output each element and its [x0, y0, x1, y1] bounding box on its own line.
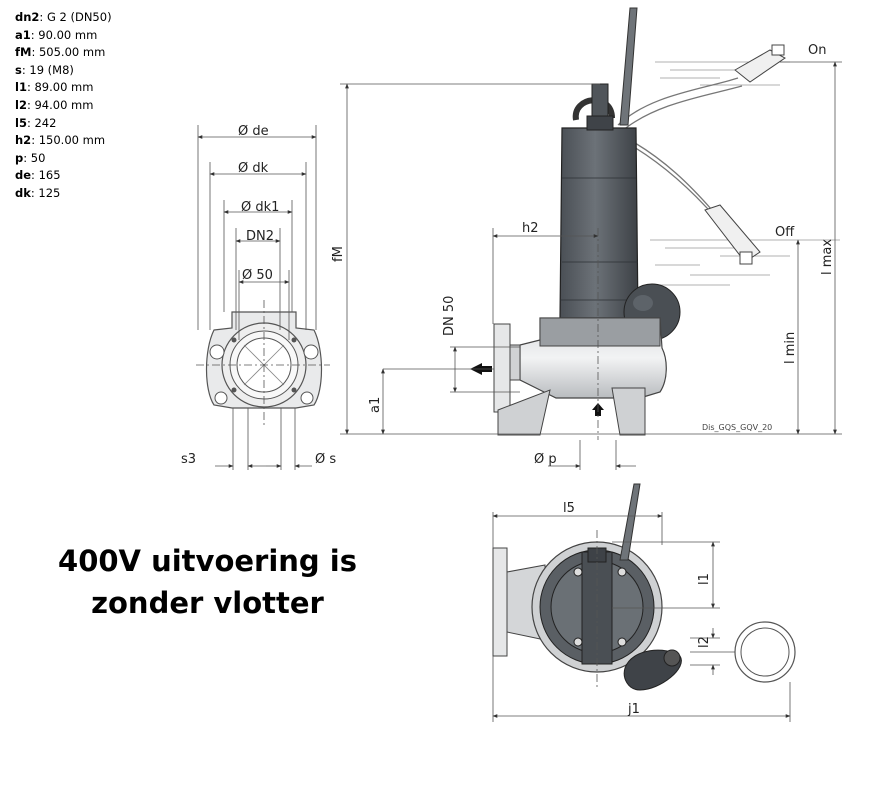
spec-value: G 2 (DN50)	[46, 10, 112, 24]
spec-key: a1	[15, 27, 31, 42]
l5-label: l5	[563, 501, 575, 516]
dn2-label: DN2	[246, 229, 274, 244]
dk1-label: Ø dk1	[241, 200, 279, 215]
spec-key: l5	[15, 115, 27, 130]
spec-row: s: 19 (M8)	[15, 62, 74, 77]
l1-label: l1	[697, 573, 712, 585]
motor-housing	[559, 127, 639, 319]
pump-foot-left	[497, 389, 551, 436]
note-line: zonder vlotter	[91, 586, 324, 620]
motor-ribs	[560, 177, 638, 301]
spec-row: l2: 94.00 mm	[15, 97, 94, 112]
note-text: 400V uitvoering is zonder vlotter	[40, 540, 375, 624]
spec-key: l1	[15, 80, 27, 95]
spec-key: dn2	[15, 10, 40, 24]
dn50-label: DN 50	[442, 296, 457, 336]
off-label: Off	[775, 225, 795, 240]
on-label: On	[808, 43, 826, 58]
float-switch-on	[734, 44, 786, 83]
fm-label: fM	[331, 246, 346, 262]
spec-row: l1: 89.00 mm	[15, 80, 94, 95]
note-line: 400V uitvoering is	[58, 544, 357, 578]
spec-value: 19 (M8)	[29, 62, 74, 77]
de-label: Ø de	[238, 124, 269, 139]
spec-value: 125	[38, 185, 61, 200]
spec-value: 89.00 mm	[34, 80, 94, 95]
s3-label: s3	[181, 452, 196, 467]
s-label: Ø s	[315, 452, 336, 467]
pump-top-view	[492, 483, 682, 691]
spec-row: fM: 505.00 mm	[15, 45, 106, 60]
spec-row: dk: 125	[15, 185, 61, 200]
spec-key: p	[15, 150, 24, 165]
spec-row: h2: 150.00 mm	[15, 133, 106, 148]
spec-value: 242	[34, 115, 57, 130]
spec-row: dn2: G 2 (DN50)	[15, 10, 112, 24]
spec-row: de: 165	[15, 168, 61, 183]
volute-top	[539, 317, 661, 347]
drawing-id: Dis_GQS_GQV_20	[702, 423, 772, 432]
spec-row: l5: 242	[15, 115, 57, 130]
spec-row: a1: 90.00 mm	[15, 27, 98, 42]
h2-label: h2	[522, 221, 539, 236]
spec-value: 165	[38, 168, 61, 183]
a1-label: a1	[368, 397, 383, 413]
top-dimension-lines	[492, 512, 791, 722]
side-dimension-lines	[340, 61, 842, 470]
j1-label: j1	[627, 702, 640, 717]
spec-key: fM	[15, 45, 32, 60]
spec-key: l2	[15, 97, 27, 112]
spec-key: h2	[15, 133, 32, 148]
carry-handle	[619, 7, 638, 126]
spec-value: 94.00 mm	[34, 97, 94, 112]
spec-row: p: 50	[15, 150, 46, 165]
discharge-flange	[493, 323, 511, 413]
spec-value: 90.00 mm	[38, 27, 98, 42]
spec-key: de	[15, 168, 32, 183]
spec-value: 150.00 mm	[38, 133, 106, 148]
pump-foot-right	[611, 387, 646, 436]
spec-key: s	[15, 62, 22, 77]
spec-key: dk	[15, 185, 31, 200]
front-dimension-lines	[196, 125, 330, 470]
spec-value: 50	[30, 150, 46, 165]
lmax-label: l max	[820, 239, 835, 275]
p-label: Ø p	[534, 452, 557, 467]
dk-label: Ø dk	[238, 161, 269, 176]
l2-label: l2	[697, 636, 712, 648]
d50-label: Ø 50	[242, 268, 273, 283]
float-top-circle	[690, 621, 796, 683]
lmin-label: l min	[783, 332, 798, 364]
float-switch-off	[704, 204, 761, 265]
spec-value: 505.00 mm	[38, 45, 106, 60]
spec-list: dn2: G 2 (DN50) a1: 90.00 mm fM: 505.00 …	[15, 9, 112, 203]
cable-gland	[586, 115, 614, 131]
